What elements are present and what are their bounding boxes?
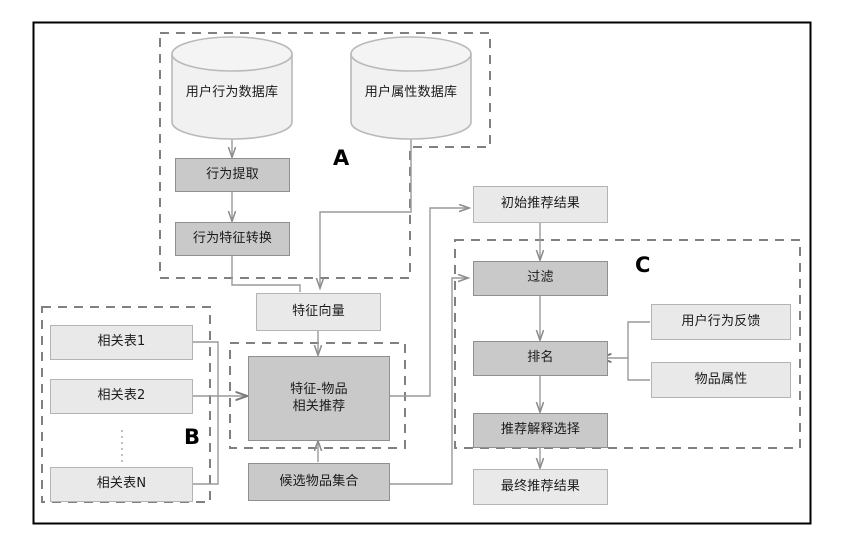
- node-ranking[interactable]: 排名: [473, 341, 608, 376]
- node-candidate-item-set[interactable]: 候选物品集合: [248, 463, 390, 501]
- group-label-b: B: [184, 425, 201, 449]
- node-related-table-2[interactable]: 相关表2: [50, 379, 193, 414]
- edge-candidate-to-filter: [390, 278, 468, 485]
- edge-feedback-bus: [627, 321, 650, 358]
- node-filter[interactable]: 过滤: [473, 261, 608, 296]
- node-feature-vector[interactable]: 特征向量: [256, 293, 381, 331]
- group-a-boundary: [159, 32, 491, 279]
- edge-tableN-bus: [193, 396, 219, 485]
- node-related-table-n[interactable]: 相关表N: [50, 467, 193, 502]
- node-behavior-feature-transform[interactable]: 行为特征转换: [175, 222, 290, 256]
- edge-attribute-db-to-feature-vector: [320, 139, 412, 288]
- edge-table1-bus: [193, 341, 219, 396]
- edge-item-attribute-bus: [627, 358, 650, 381]
- node-initial-recommend-result[interactable]: 初始推荐结果: [473, 186, 608, 223]
- group-label-c: C: [635, 253, 651, 277]
- user-behavior-db-label: 用户行为数据库: [185, 84, 279, 100]
- node-final-recommend-result[interactable]: 最终推荐结果: [473, 469, 608, 505]
- node-behavior-extraction[interactable]: 行为提取: [175, 158, 290, 192]
- user-attribute-db-label: 用户属性数据库: [364, 84, 458, 100]
- user-behavior-db-shape: [171, 36, 293, 140]
- node-item-attribute[interactable]: 物品属性: [651, 362, 791, 398]
- node-user-behavior-feedback[interactable]: 用户行为反馈: [651, 304, 791, 340]
- group-label-a: A: [333, 146, 350, 170]
- group-c-boundary: [454, 239, 801, 449]
- node-recommend-explanation-select[interactable]: 推荐解释选择: [473, 413, 608, 448]
- group-b-boundary-left: [41, 306, 211, 503]
- user-attribute-db-shape: [350, 36, 472, 140]
- node-related-table-1[interactable]: 相关表1: [50, 325, 193, 360]
- edge-transform-to-feature-vector: [231, 256, 301, 292]
- node-feature-item-recommend[interactable]: 特征-物品 相关推荐: [248, 356, 390, 441]
- outer-frame: [32, 21, 812, 525]
- edge-recommend-to-initial-result: [390, 208, 469, 397]
